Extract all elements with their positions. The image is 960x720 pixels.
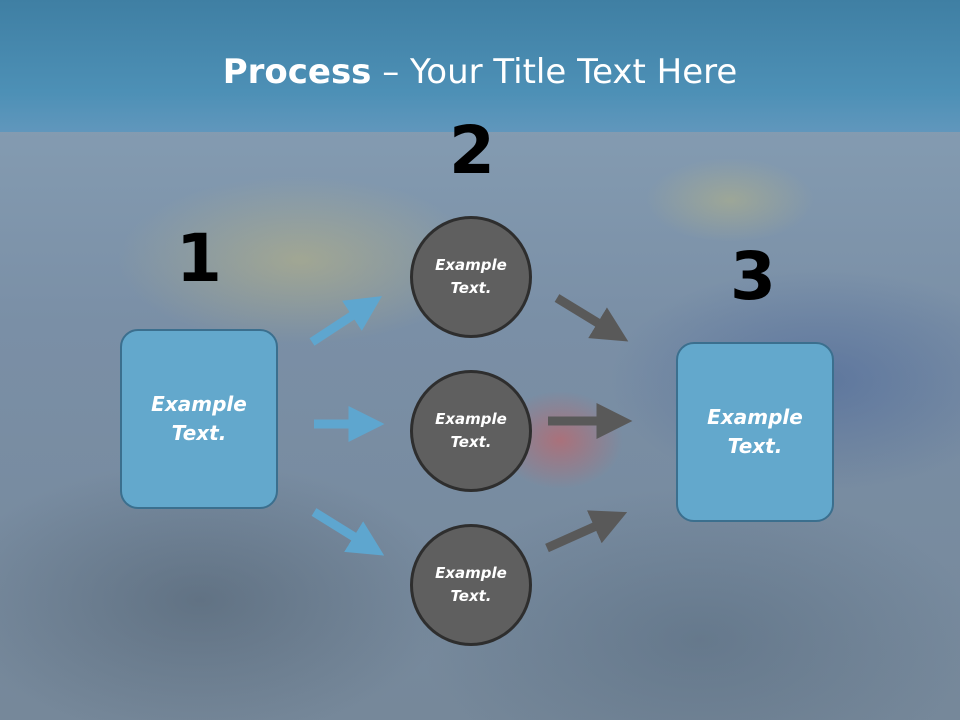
arrow-1-to-top <box>309 296 383 346</box>
step-2-text-top: Example Text. <box>435 256 507 297</box>
arrow-bottom-to-3 <box>545 510 628 553</box>
step-number-1: 1 <box>176 220 222 297</box>
arrow-top-to-3 <box>554 294 629 342</box>
slide-title: Process – Your Title Text Here <box>0 52 960 92</box>
title-bar <box>0 0 960 132</box>
step-3-box: Example Text. <box>676 342 834 522</box>
step-3-text: Example Text. <box>707 405 803 458</box>
title-bold: Process <box>222 52 372 92</box>
step-2-text-bottom: Example Text. <box>435 564 507 605</box>
step-number-2: 2 <box>449 112 495 189</box>
step-2-circle-bottom: Example Text. <box>410 524 532 646</box>
step-2-text-middle: Example Text. <box>435 410 507 451</box>
arrow-1-to-bottom <box>311 508 385 556</box>
step-1-text: Example Text. <box>151 392 247 445</box>
step-1-box: Example Text. <box>120 329 278 509</box>
step-2-circle-top: Example Text. <box>410 216 532 338</box>
step-number-3: 3 <box>730 238 776 315</box>
step-2-circle-middle: Example Text. <box>410 370 532 492</box>
title-rest: – Your Title Text Here <box>371 52 738 92</box>
